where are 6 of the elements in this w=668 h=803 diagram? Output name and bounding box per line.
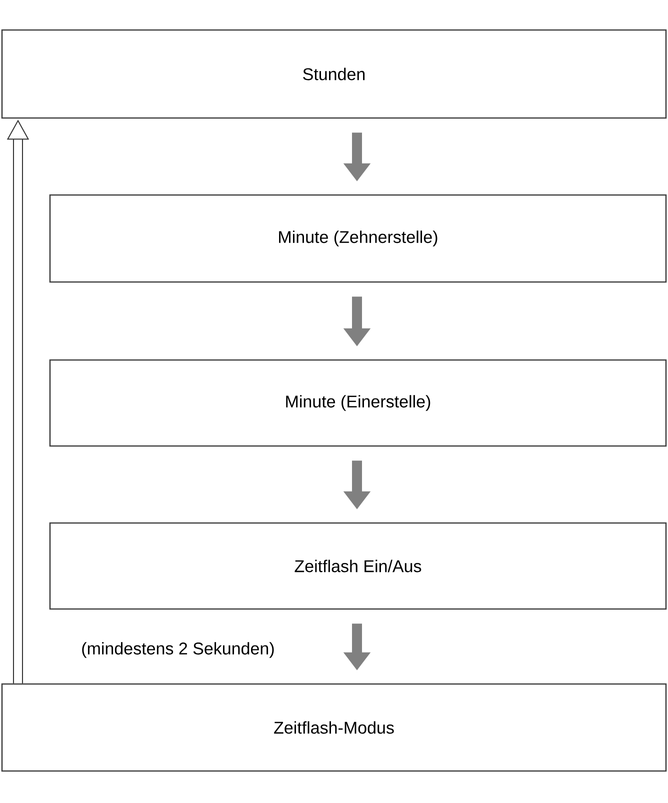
process-box: Zeitflash Ein/Aus (49, 522, 667, 610)
process-box: Minute (Einerstelle) (49, 359, 667, 447)
process-box: Stunden (1, 29, 667, 119)
process-box: Minute (Zehnerstelle) (49, 194, 667, 283)
process-box: Zeitflash-Modus (1, 683, 667, 772)
edge-label: (mindestens 2 Sekunden) (80, 641, 276, 659)
